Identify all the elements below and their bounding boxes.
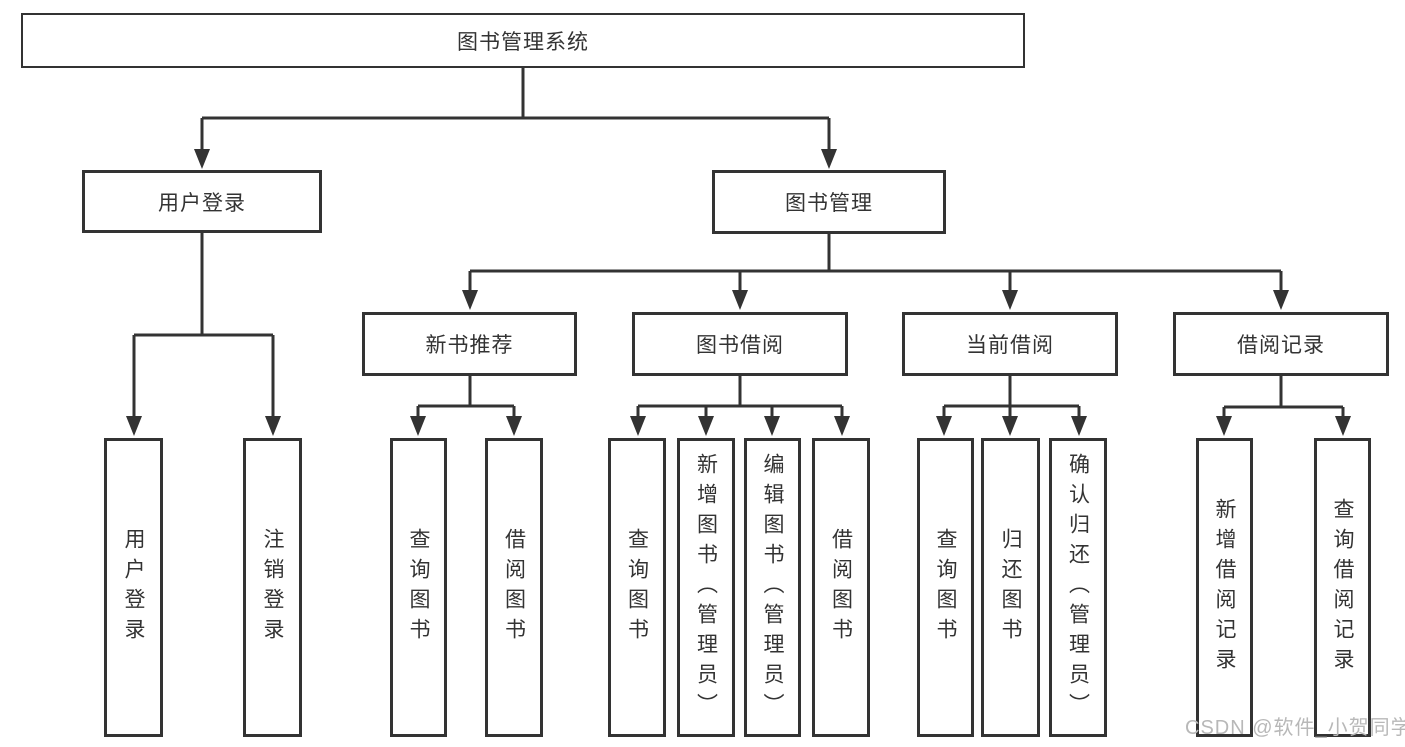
leaf-logout: 注销登录 bbox=[243, 438, 302, 737]
leaf-label: 新增图书（管理员） bbox=[694, 452, 718, 723]
node-current-borrowing: 当前借阅 bbox=[902, 312, 1118, 376]
leaf-return-books: 归还图书 bbox=[981, 438, 1040, 737]
leaf-label: 查询图书 bbox=[625, 527, 649, 648]
leaf-borrow-books-borrowing: 借阅图书 bbox=[812, 438, 870, 737]
node-new-book-recommendation: 新书推荐 bbox=[362, 312, 577, 376]
node-label: 当前借阅 bbox=[966, 334, 1054, 357]
arrowhead-icons bbox=[126, 149, 1351, 436]
leaf-add-books-admin: 新增图书（管理员） bbox=[677, 438, 735, 737]
node-borrowing-records: 借阅记录 bbox=[1173, 312, 1389, 376]
node-label: 用户登录 bbox=[158, 191, 246, 215]
leaf-confirm-return-admin: 确认归还（管理员） bbox=[1049, 438, 1107, 737]
leaf-label: 查询借阅记录 bbox=[1331, 497, 1354, 678]
leaf-label: 借阅图书 bbox=[502, 527, 526, 648]
leaf-label: 注销登录 bbox=[261, 527, 284, 648]
leaf-borrow-books-recommendation: 借阅图书 bbox=[485, 438, 543, 737]
leaf-label: 查询图书 bbox=[934, 527, 957, 648]
node-label: 借阅记录 bbox=[1237, 334, 1325, 357]
leaf-label: 确认归还（管理员） bbox=[1066, 452, 1090, 723]
node-label: 图书管理系统 bbox=[457, 30, 589, 54]
leaf-label: 查询图书 bbox=[407, 527, 430, 648]
leaf-query-books-recommendation: 查询图书 bbox=[390, 438, 447, 737]
node-book-management: 图书管理 bbox=[712, 170, 946, 234]
leaf-query-books-borrowing: 查询图书 bbox=[608, 438, 666, 737]
leaf-label: 新增借阅记录 bbox=[1213, 497, 1236, 678]
node-label: 图书借阅 bbox=[696, 334, 784, 357]
leaf-label: 编辑图书（管理员） bbox=[761, 452, 784, 723]
node-label: 新书推荐 bbox=[425, 334, 514, 357]
leaf-label: 用户登录 bbox=[122, 527, 145, 648]
leaf-label: 借阅图书 bbox=[829, 527, 853, 648]
leaf-label: 归还图书 bbox=[999, 527, 1022, 648]
watermark: CSDN @软件_小贺同学 bbox=[1185, 717, 1405, 739]
node-book-management-system: 图书管理系统 bbox=[21, 13, 1025, 68]
node-book-borrowing: 图书借阅 bbox=[632, 312, 848, 376]
leaf-add-borrow-record: 新增借阅记录 bbox=[1196, 438, 1253, 737]
leaf-query-books-current: 查询图书 bbox=[917, 438, 974, 737]
leaf-edit-books-admin: 编辑图书（管理员） bbox=[744, 438, 801, 737]
node-user-login: 用户登录 bbox=[82, 170, 322, 233]
node-label: 图书管理 bbox=[785, 192, 873, 215]
leaf-query-borrow-record: 查询借阅记录 bbox=[1314, 438, 1371, 737]
leaf-user-login: 用户登录 bbox=[104, 438, 163, 737]
